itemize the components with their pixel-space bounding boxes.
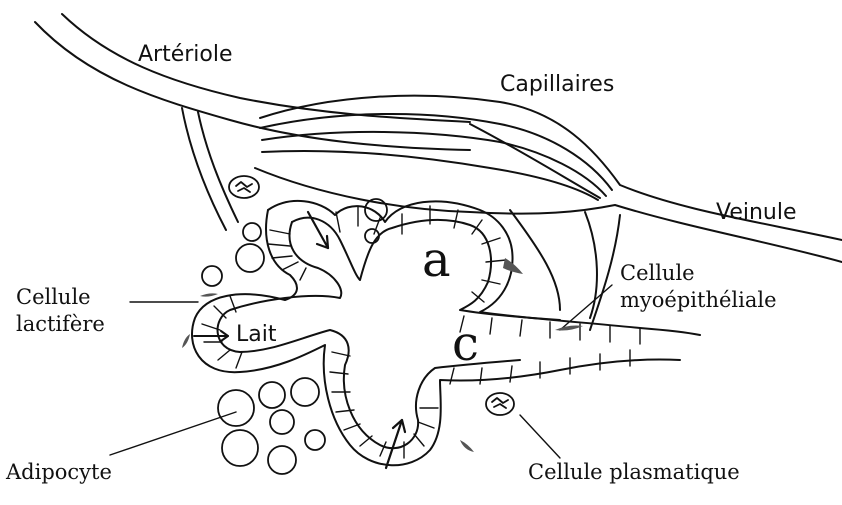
label-region-a: a bbox=[422, 232, 451, 288]
label-veinule: Veinule bbox=[716, 200, 797, 225]
flow-arrow bbox=[308, 212, 328, 248]
label-cellule-plasmatique: Cellule plasmatique bbox=[528, 460, 740, 484]
arteriole-vessel bbox=[35, 22, 470, 150]
label-cellule-myoepitheliale: Cellule myoépithéliale bbox=[620, 260, 777, 314]
label-lait: Lait bbox=[236, 322, 276, 347]
adipocyte-cluster bbox=[202, 199, 387, 474]
leader-line bbox=[110, 412, 236, 455]
adipocyte-cell bbox=[270, 410, 294, 434]
adipocyte-cell bbox=[243, 223, 261, 241]
adipocyte-cell bbox=[291, 378, 319, 406]
capillary bbox=[510, 210, 560, 310]
plasma-cell bbox=[229, 176, 259, 198]
adipocyte-cell bbox=[259, 382, 285, 408]
adipocyte-cell bbox=[222, 430, 258, 466]
myoepithelial-cell bbox=[460, 440, 474, 452]
adipocyte-cell bbox=[365, 229, 379, 243]
label-arteriole: Artériole bbox=[138, 42, 233, 67]
label-line: Cellule bbox=[16, 284, 105, 311]
label-capillaires: Capillaires bbox=[500, 72, 614, 97]
adipocyte-cell bbox=[218, 390, 254, 426]
leader-line bbox=[520, 415, 560, 458]
myoepithelial-cell-marks bbox=[182, 258, 583, 452]
flow-arrow bbox=[386, 420, 405, 468]
label-adipocyte: Adipocyte bbox=[6, 460, 112, 484]
adipocyte-cell bbox=[305, 430, 325, 450]
arteriole-branch bbox=[182, 108, 226, 230]
label-cellule-lactifere: Cellule lactifère bbox=[16, 284, 105, 338]
myoepithelial-cell bbox=[555, 326, 583, 331]
label-region-c: c bbox=[452, 316, 479, 372]
adipocyte-cell bbox=[202, 266, 222, 286]
plasma-cell bbox=[486, 393, 514, 415]
capillary bbox=[590, 215, 620, 330]
capillary bbox=[262, 151, 598, 200]
label-line: Cellule bbox=[620, 260, 777, 287]
arteriole-branch bbox=[198, 112, 238, 222]
lait-arrow bbox=[194, 331, 228, 341]
adipocyte-cell bbox=[236, 244, 264, 272]
arteriole-vessel bbox=[62, 14, 470, 122]
capillary bbox=[585, 212, 597, 318]
label-line: lactifère bbox=[16, 311, 105, 338]
adipocyte-cell bbox=[268, 446, 296, 474]
myoepithelial-cell bbox=[182, 334, 190, 348]
capillary bbox=[262, 132, 606, 196]
label-line: myoépithéliale bbox=[620, 287, 777, 314]
myoepithelial-cell bbox=[200, 293, 218, 296]
